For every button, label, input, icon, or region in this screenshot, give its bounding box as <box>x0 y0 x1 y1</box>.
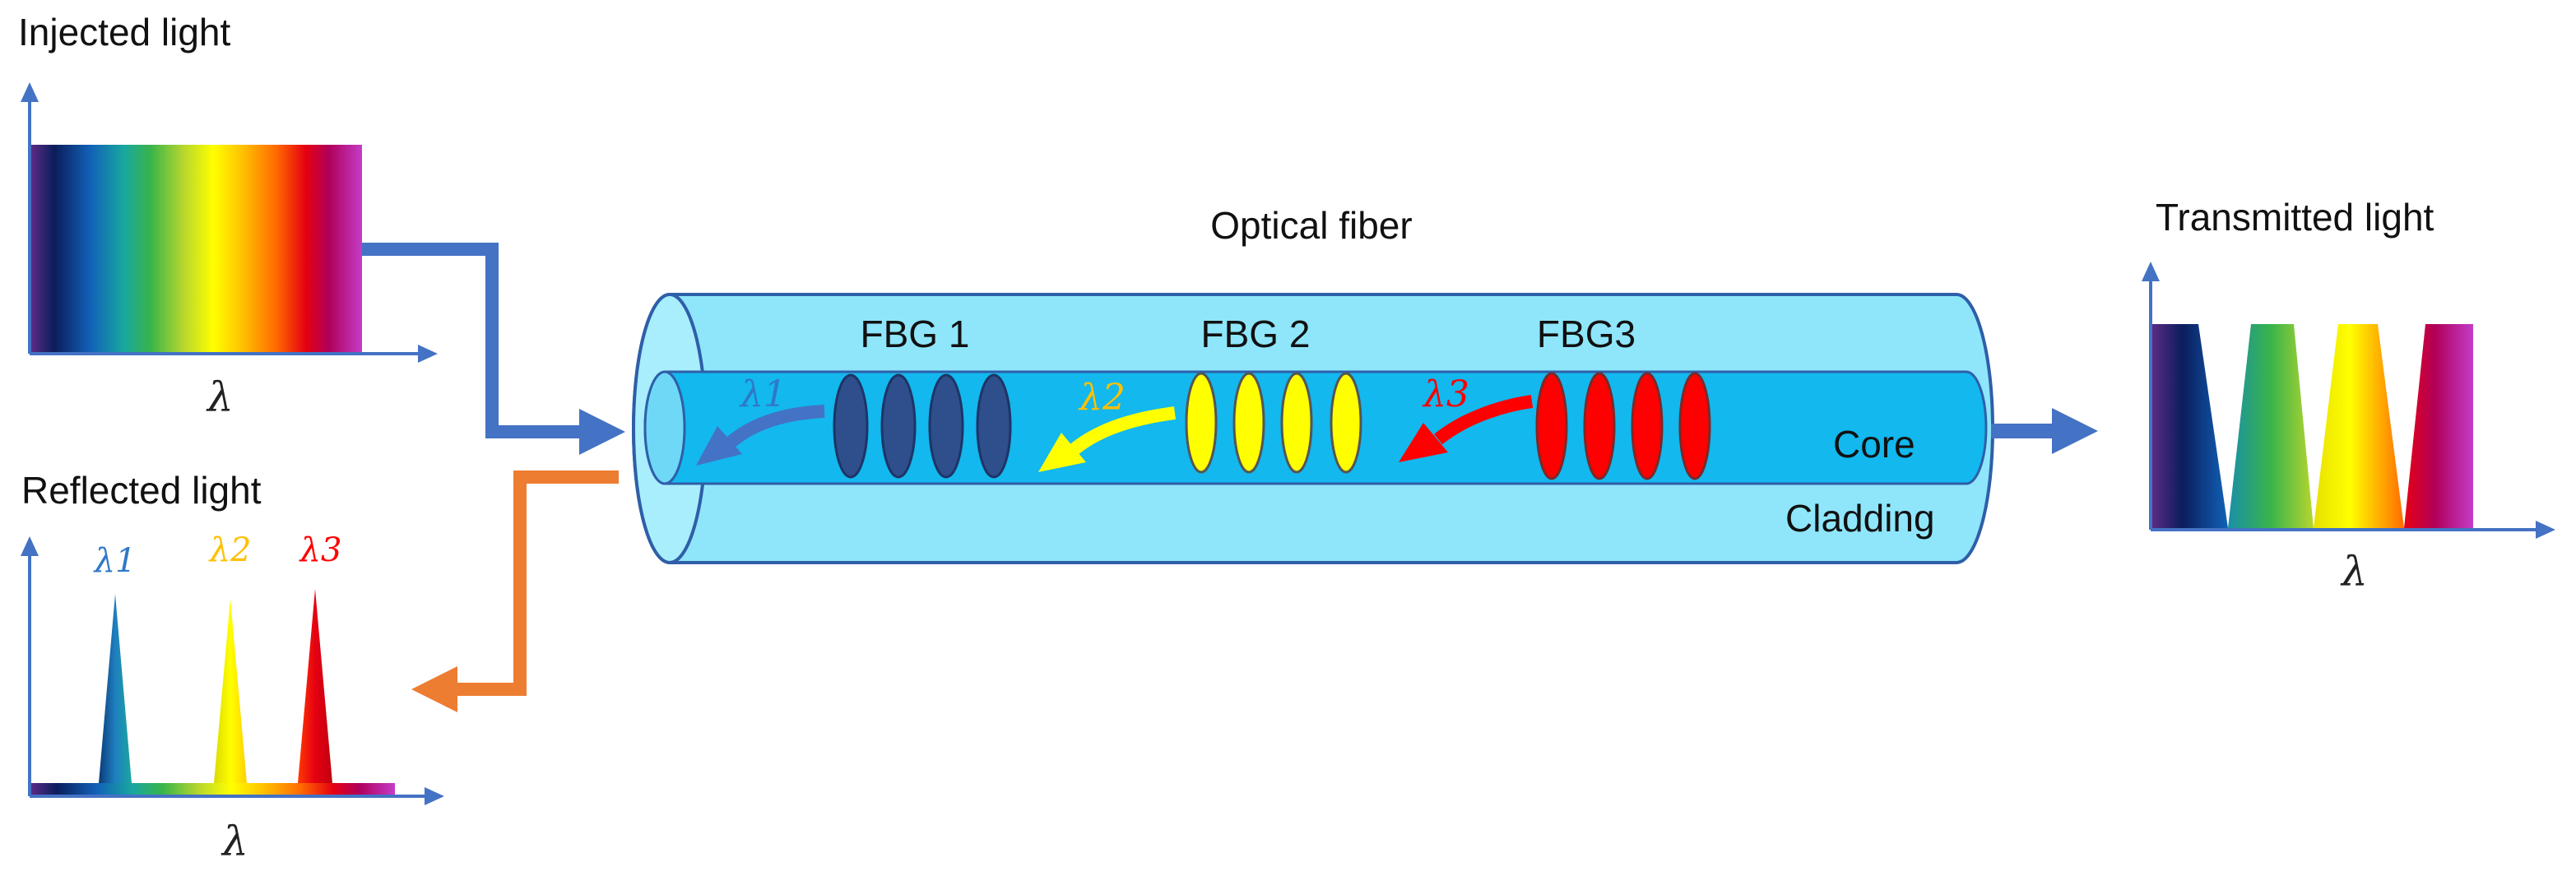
reflected-lambda2-label: λ2 <box>208 531 252 569</box>
injected-lambda-label: λ <box>206 373 234 421</box>
fbg1-label: FBG 1 <box>861 313 970 355</box>
reflected-arrow <box>411 470 619 712</box>
input-arrow <box>362 243 625 455</box>
transmitted-y-axis-arrowhead <box>2142 262 2160 281</box>
lambda3-reflection-arrow <box>1399 395 1534 462</box>
cladding-label: Cladding <box>1785 497 1935 540</box>
reflected-lambda-label: λ <box>220 818 248 865</box>
core-label: Core <box>1833 423 1915 466</box>
fbg3-grating <box>1535 372 1711 480</box>
transmitted-band-3 <box>2314 324 2404 528</box>
transmitted-x-axis-arrowhead <box>2536 521 2555 539</box>
transmitted-light-panel: Transmitted light λ <box>2142 196 2555 596</box>
lambda2-reflection-arrow <box>1038 406 1177 472</box>
optical-fiber: Optical fiber Core Cladding FBG 1 FBG 2 <box>632 204 1994 564</box>
fiber-lambda1-label: λ1 <box>739 373 787 415</box>
injected-y-axis-arrowhead <box>21 82 39 102</box>
output-arrow <box>1991 408 2098 454</box>
reflected-baseline-spectrum <box>31 783 395 795</box>
fbg1-grating <box>833 373 1012 479</box>
reflected-y-axis-arrowhead <box>21 536 39 556</box>
transmitted-band-1 <box>2152 324 2228 528</box>
reflected-peak-lambda1 <box>99 594 132 783</box>
fiber-lambda2-label: λ2 <box>1078 377 1126 419</box>
injected-x-axis-arrowhead <box>418 345 438 363</box>
reflected-light-title: Reflected light <box>21 469 262 512</box>
transmitted-light-title: Transmitted light <box>2156 196 2434 239</box>
transmitted-band-4 <box>2404 324 2473 528</box>
injected-light-panel: Injected light λ <box>18 11 438 421</box>
reflected-light-panel: Reflected light λ1 λ2 λ3 λ <box>21 469 444 865</box>
injected-light-title: Injected light <box>18 11 230 53</box>
injected-spectrum <box>31 145 362 352</box>
reflected-peak-lambda2 <box>214 599 247 783</box>
reflected-x-axis-arrowhead <box>425 787 444 805</box>
fbg3-label: FBG3 <box>1537 313 1636 355</box>
transmitted-band-2 <box>2228 324 2314 528</box>
fiber-core-end <box>643 370 686 485</box>
transmitted-lambda-label: λ <box>2340 548 2368 596</box>
reflected-lambda3-label: λ3 <box>299 531 342 569</box>
reflected-peak-lambda3 <box>298 589 332 783</box>
fbg2-grating <box>1185 372 1362 474</box>
optical-fiber-title: Optical fiber <box>1210 204 1412 247</box>
fbg2-label: FBG 2 <box>1201 313 1311 355</box>
reflected-lambda1-label: λ1 <box>93 542 137 580</box>
fiber-lambda3-label: λ3 <box>1422 373 1469 415</box>
lambda1-reflection-arrow <box>696 405 825 466</box>
